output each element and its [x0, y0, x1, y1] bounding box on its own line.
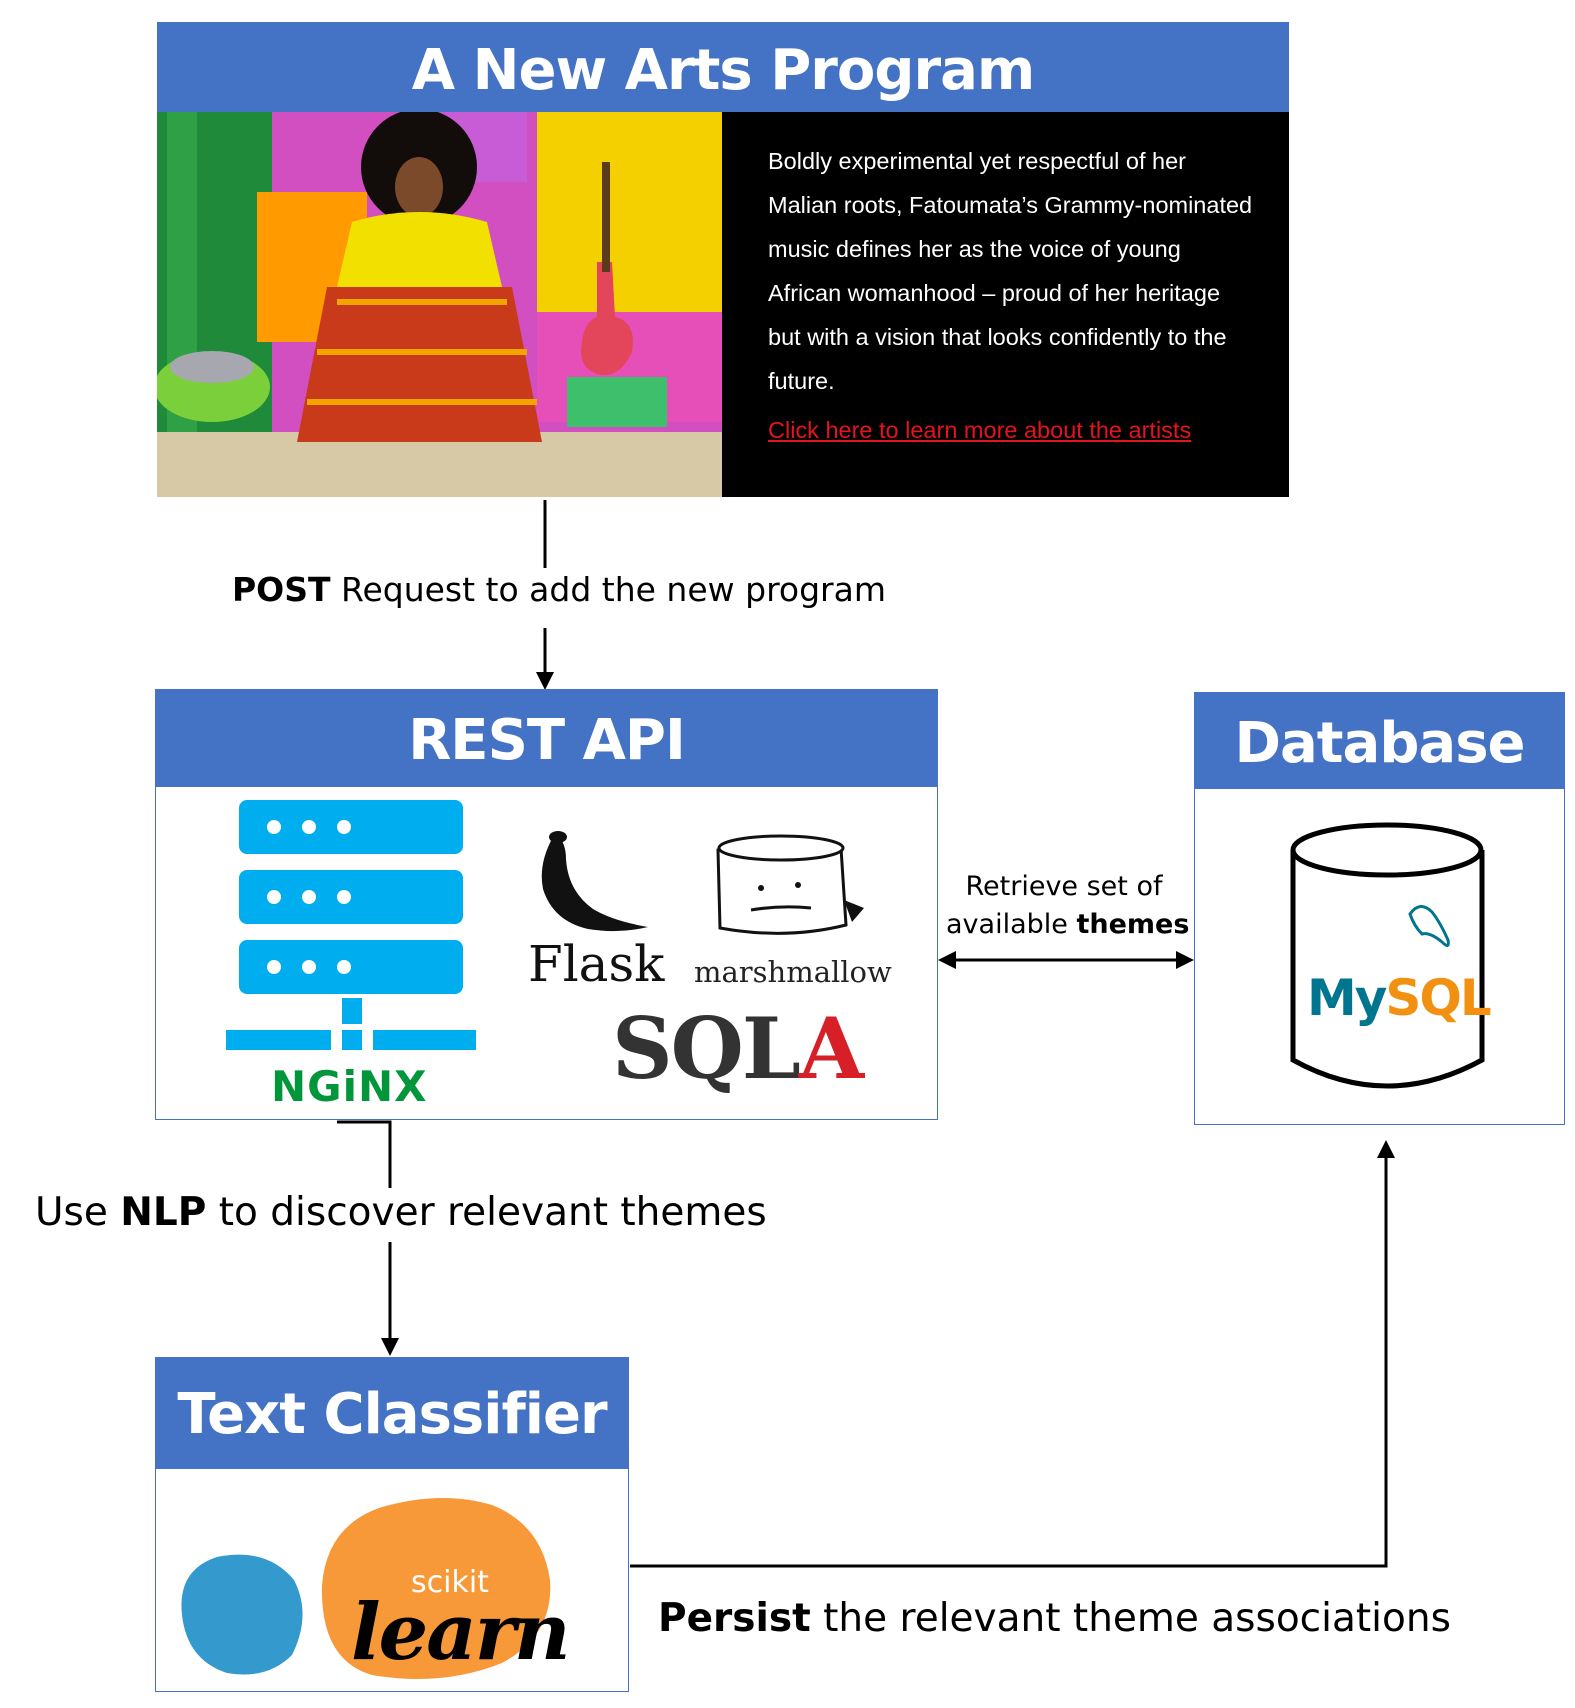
nlp-post: to discover relevant themes [206, 1190, 767, 1235]
post-arrow-head [536, 672, 554, 690]
text-classifier-header: Text Classifier [155, 1357, 629, 1468]
nlp-arrow-upper [337, 1120, 392, 1188]
rest-api-header: REST API [155, 689, 938, 786]
persist-bold: Persist [658, 1596, 811, 1641]
nlp-label: Use NLP to discover relevant themes [35, 1190, 767, 1235]
server-icon [226, 800, 476, 1050]
rest-api-body: NGiNX Flask marshmallow SQLA [155, 786, 938, 1120]
mysql-logo: MySQL [1307, 969, 1492, 1027]
rest-api-title: REST API [408, 708, 686, 773]
nlp-bold: NLP [120, 1190, 207, 1235]
learn-more-link[interactable]: Click here to learn more about the artis… [768, 417, 1192, 443]
retrieve-themes-label: Retrieve set of available themes [946, 868, 1189, 944]
marshmallow-logo: marshmallow [694, 955, 892, 989]
database-header: Database [1194, 692, 1565, 788]
persist-label: Persist the relevant theme associations [658, 1596, 1451, 1641]
persist-rest: the relevant theme associations [810, 1596, 1451, 1641]
sqla-wordmark: SQLA [612, 999, 864, 1098]
scikit-label: scikit [411, 1565, 489, 1600]
retrieve-line-2-bold: themes [1076, 909, 1190, 940]
nginx-logo: NGiNX [271, 1062, 428, 1111]
persist-arrow-line [630, 1154, 1388, 1568]
learn-label: learn [351, 1587, 571, 1678]
scikit-learn-blobs-icon [181, 1497, 551, 1679]
database-cylinder-icon [1290, 822, 1485, 1089]
retrieve-arrow-head-left [938, 951, 956, 969]
artist-photo [157, 112, 722, 497]
text-classifier-title: Text Classifier [177, 1382, 607, 1447]
program-card-header: A New Arts Program [157, 22, 1289, 112]
text-classifier-body: scikit learn [155, 1468, 629, 1692]
post-request-label: POST Request to add the new program [232, 570, 886, 609]
nlp-arrow-head [381, 1338, 399, 1356]
nlp-pre: Use [35, 1190, 121, 1235]
post-verb: POST [232, 570, 331, 609]
database-body: MySQL [1194, 788, 1565, 1125]
marshmallow-mascot-icon [716, 834, 864, 935]
program-card-title: A New Arts Program [411, 38, 1035, 103]
sqla-logo: SQLA [612, 999, 864, 1098]
program-article: Boldly experimental yet respectful of he… [722, 112, 1289, 497]
retrieve-line-2: available themes [946, 906, 1189, 944]
database-title: Database [1234, 711, 1525, 776]
flask-logo: Flask [528, 935, 665, 993]
persist-arrow-head [1377, 1140, 1395, 1158]
mysql-dolphin-icon [1408, 905, 1450, 947]
retrieve-line-2-plain: available [946, 909, 1077, 940]
retrieve-arrow-head-right [1176, 951, 1194, 969]
flask-horn-icon [541, 831, 648, 932]
post-description: Request to add the new program [330, 570, 886, 609]
retrieve-line-1: Retrieve set of [965, 871, 1163, 902]
mysql-wordmark: MySQL [1307, 969, 1492, 1027]
program-description: Boldly experimental yet respectful of he… [768, 148, 1253, 394]
